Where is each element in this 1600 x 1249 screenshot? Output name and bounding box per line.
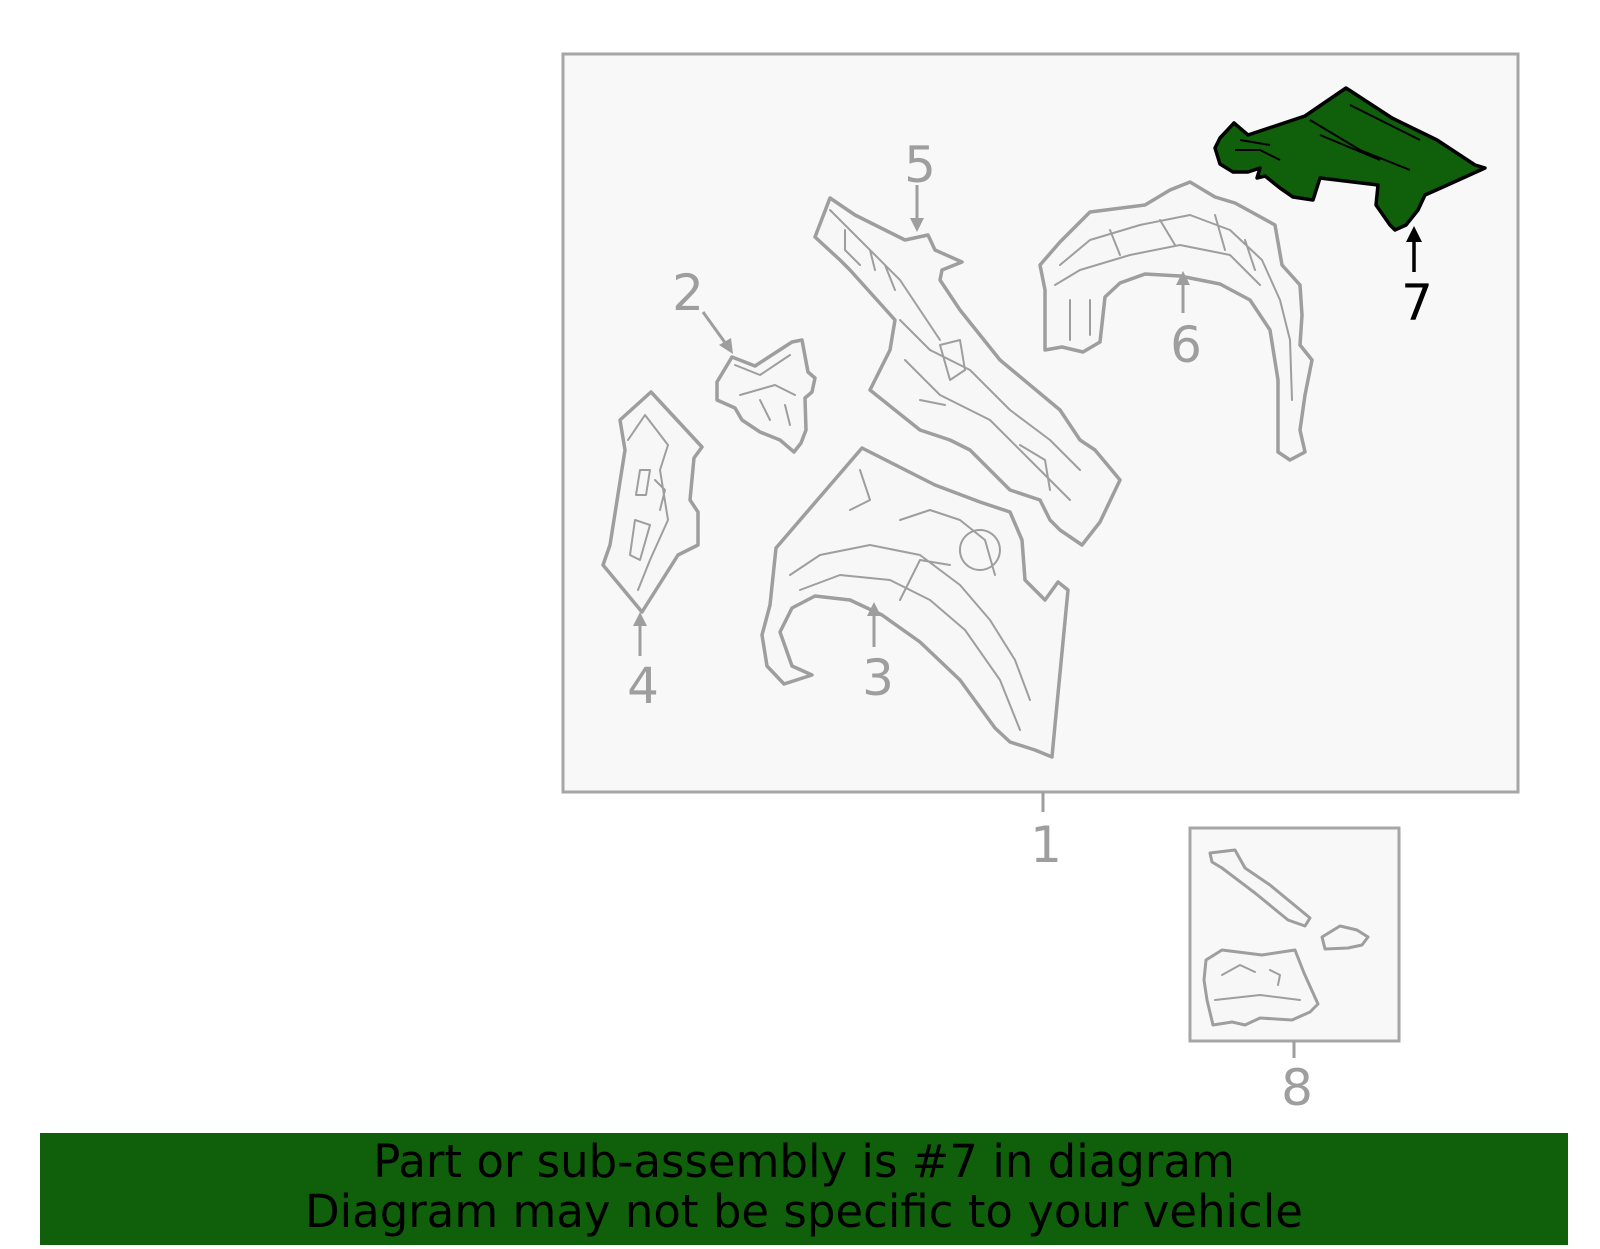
callout-6: 6: [1170, 271, 1202, 374]
banner-line-1: Part or sub-assembly is #7 in diagram: [373, 1135, 1235, 1188]
part-5[interactable]: [813, 196, 1122, 547]
parts-diagram: 5 2 4 3 6 7 1 8: [561, 52, 1520, 1117]
callout-7: 7: [1401, 226, 1433, 332]
callout-number-5: 5: [904, 136, 936, 194]
callout-3: 3: [862, 602, 894, 707]
part-2[interactable]: [715, 338, 817, 454]
part-6[interactable]: [1038, 180, 1314, 462]
part-7[interactable]: [1213, 86, 1487, 232]
part-8-group[interactable]: [1202, 848, 1370, 1027]
info-banner: Part or sub-assembly is #7 in diagram Di…: [40, 1133, 1568, 1245]
callout-number-3: 3: [862, 649, 894, 707]
callout-4: 4: [627, 612, 659, 715]
callout-number-8: 8: [1281, 1059, 1313, 1117]
part-3[interactable]: [760, 446, 1070, 759]
callout-5: 5: [904, 136, 936, 232]
callout-number-4: 4: [627, 657, 659, 715]
callout-number-2: 2: [672, 264, 704, 322]
part-4[interactable]: [601, 390, 704, 614]
callout-number-1: 1: [1030, 816, 1062, 874]
callout-8: 8: [1281, 1041, 1313, 1117]
callout-1: 1: [1030, 792, 1062, 874]
callout-number-6: 6: [1170, 316, 1202, 374]
callout-number-7: 7: [1401, 274, 1433, 332]
banner-line-2: Diagram may not be specific to your vehi…: [305, 1185, 1303, 1238]
callout-2: 2: [672, 264, 733, 354]
